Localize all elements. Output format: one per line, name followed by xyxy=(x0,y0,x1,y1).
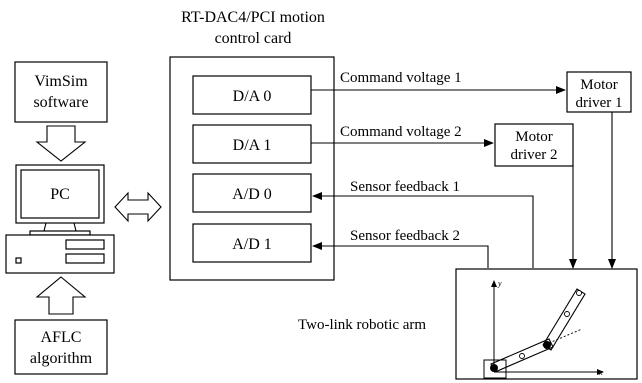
algorithm-line1: AFLC xyxy=(41,329,82,346)
sensor-feedback-1-label: Sensor feedback 1 xyxy=(350,179,460,195)
sensor-feedback-2-label: Sensor feedback 2 xyxy=(350,228,460,244)
down-arrow-icon xyxy=(35,125,87,162)
sensor-feedback-2-arrow xyxy=(312,242,489,268)
motor-driver-1-line1: Motor xyxy=(580,77,618,93)
up-arrow-icon xyxy=(35,276,87,315)
motor-driver-1-line2: driver 1 xyxy=(575,95,622,111)
x-axis-label: x xyxy=(598,368,603,377)
robot-arm-drawing: y x xyxy=(483,279,604,379)
algorithm-line2: algorithm xyxy=(30,350,93,367)
software-box: VimSim software xyxy=(14,61,108,123)
robot-arm-panel xyxy=(455,268,638,380)
motor-driver-2: Motor driver 2 xyxy=(494,123,574,167)
port-da0: D/A 0 xyxy=(192,75,312,115)
bidirectional-arrow-icon xyxy=(114,191,162,223)
port-ad0: A/D 0 xyxy=(192,173,312,213)
port-ad1: A/D 1 xyxy=(192,223,312,263)
card-title-line2: control card xyxy=(215,30,292,47)
command-voltage-1-label: Command voltage 1 xyxy=(340,70,462,86)
pc-computer-icon: PC xyxy=(5,164,115,274)
robot-arm-label: Two-link robotic arm xyxy=(298,317,426,333)
command-voltage-2-label: Command voltage 2 xyxy=(340,124,462,140)
port-da0-label: D/A 0 xyxy=(233,88,272,105)
port-da1: D/A 1 xyxy=(192,124,312,164)
port-ad1-label: A/D 1 xyxy=(232,236,272,253)
software-line1: VimSim xyxy=(34,73,88,90)
sensor-feedback-1-arrow xyxy=(312,192,534,268)
motor-driver-2-line2: driver 2 xyxy=(510,147,557,163)
software-line2: software xyxy=(33,94,88,111)
port-ad0-label: A/D 0 xyxy=(232,186,272,203)
motor-driver-2-line1: Motor xyxy=(515,129,553,145)
algorithm-box: AFLC algorithm xyxy=(14,319,108,375)
pc-label: PC xyxy=(50,186,70,203)
y-axis-label: y xyxy=(497,279,502,288)
port-da1-label: D/A 1 xyxy=(233,137,272,154)
motor-driver-1: Motor driver 1 xyxy=(566,71,632,113)
card-title-line1: RT-DAC4/PCI motion xyxy=(181,9,325,26)
